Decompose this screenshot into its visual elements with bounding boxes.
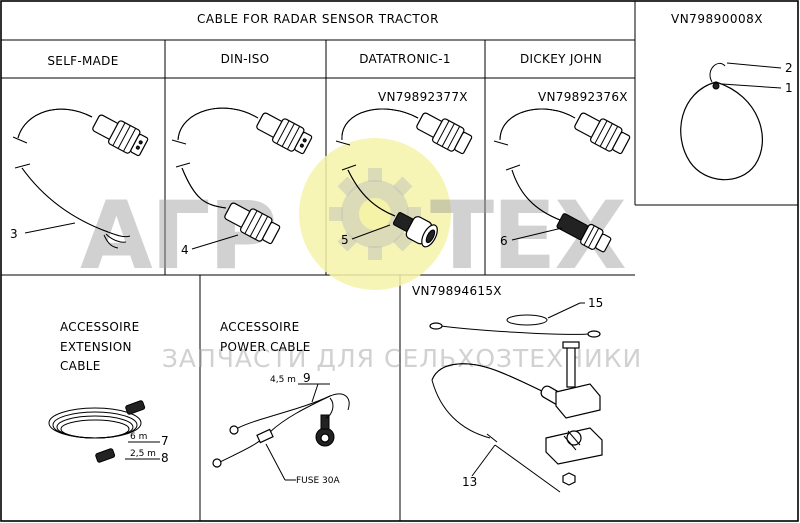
callout-15: 15 — [588, 296, 603, 310]
right-part-number: VN79890008X — [671, 12, 763, 26]
power-cable — [212, 393, 350, 468]
extension-length-2-5m: 2,5 m — [130, 449, 156, 459]
callout-leader-15 — [547, 302, 581, 319]
self-made-cable — [12, 108, 149, 249]
column-label-self-made: SELF-MADE — [47, 54, 118, 68]
extension-title-line1: ACCESSOIRE — [60, 320, 139, 334]
callout-leader-4 — [191, 234, 239, 250]
svg-text:АГР: АГР — [80, 182, 276, 291]
cable-title: CABLE FOR RADAR SENSOR TRACTOR — [197, 12, 439, 26]
callout-3: 3 — [10, 227, 18, 241]
dickey-john-cable — [493, 108, 631, 253]
callout-leader-13 — [471, 444, 496, 477]
din-iso-cable — [171, 107, 313, 245]
callout-13: 13 — [462, 475, 477, 489]
fuse-label: FUSE 30A — [296, 476, 340, 486]
callout-6: 6 — [500, 234, 508, 248]
datatronic-cable — [335, 108, 473, 248]
power-title-line2: POWER CABLE — [220, 340, 311, 354]
watermark-tagline: ЗАПЧАСТИ ДЛЯ СЕЛЬХОЗТЕХНИКИ — [162, 344, 642, 373]
extension-title-line3: CABLE — [60, 359, 101, 373]
power-length-4-5m: 4,5 m — [270, 375, 296, 385]
callout-8: 8 — [161, 451, 169, 465]
column-label-dickey-john: DICKEY JOHN — [520, 52, 602, 66]
watermark-logo: АГР ТЕХ — [80, 138, 627, 291]
mount-kit — [429, 314, 603, 486]
extension-length-6m: 6 m — [130, 432, 147, 442]
callout-4: 4 — [181, 243, 189, 257]
column-label-datatronic: DATATRONIC-1 — [359, 52, 451, 66]
mount-part-number: VN79894615X — [412, 284, 502, 298]
callout-7: 7 — [161, 434, 169, 448]
extension-cable-coil — [48, 400, 146, 463]
callout-5: 5 — [341, 233, 349, 247]
callout-1: 1 — [785, 81, 793, 95]
part-number-datatronic: VN79892377X — [378, 90, 468, 104]
part-number-dickey-john: VN79892376X — [538, 90, 628, 104]
column-label-din-iso: DIN-ISO — [221, 52, 270, 66]
callout-9: 9 — [303, 371, 311, 385]
extension-title-line2: EXTENSION — [60, 340, 132, 354]
callout-leader-3 — [24, 222, 76, 234]
power-title-line1: ACCESSOIRE — [220, 320, 299, 334]
fuse-leader — [265, 443, 286, 481]
callout-leader-5 — [351, 224, 391, 240]
radar-cover — [680, 62, 782, 181]
callout-2: 2 — [785, 61, 793, 75]
callout-leader-6 — [511, 227, 563, 241]
